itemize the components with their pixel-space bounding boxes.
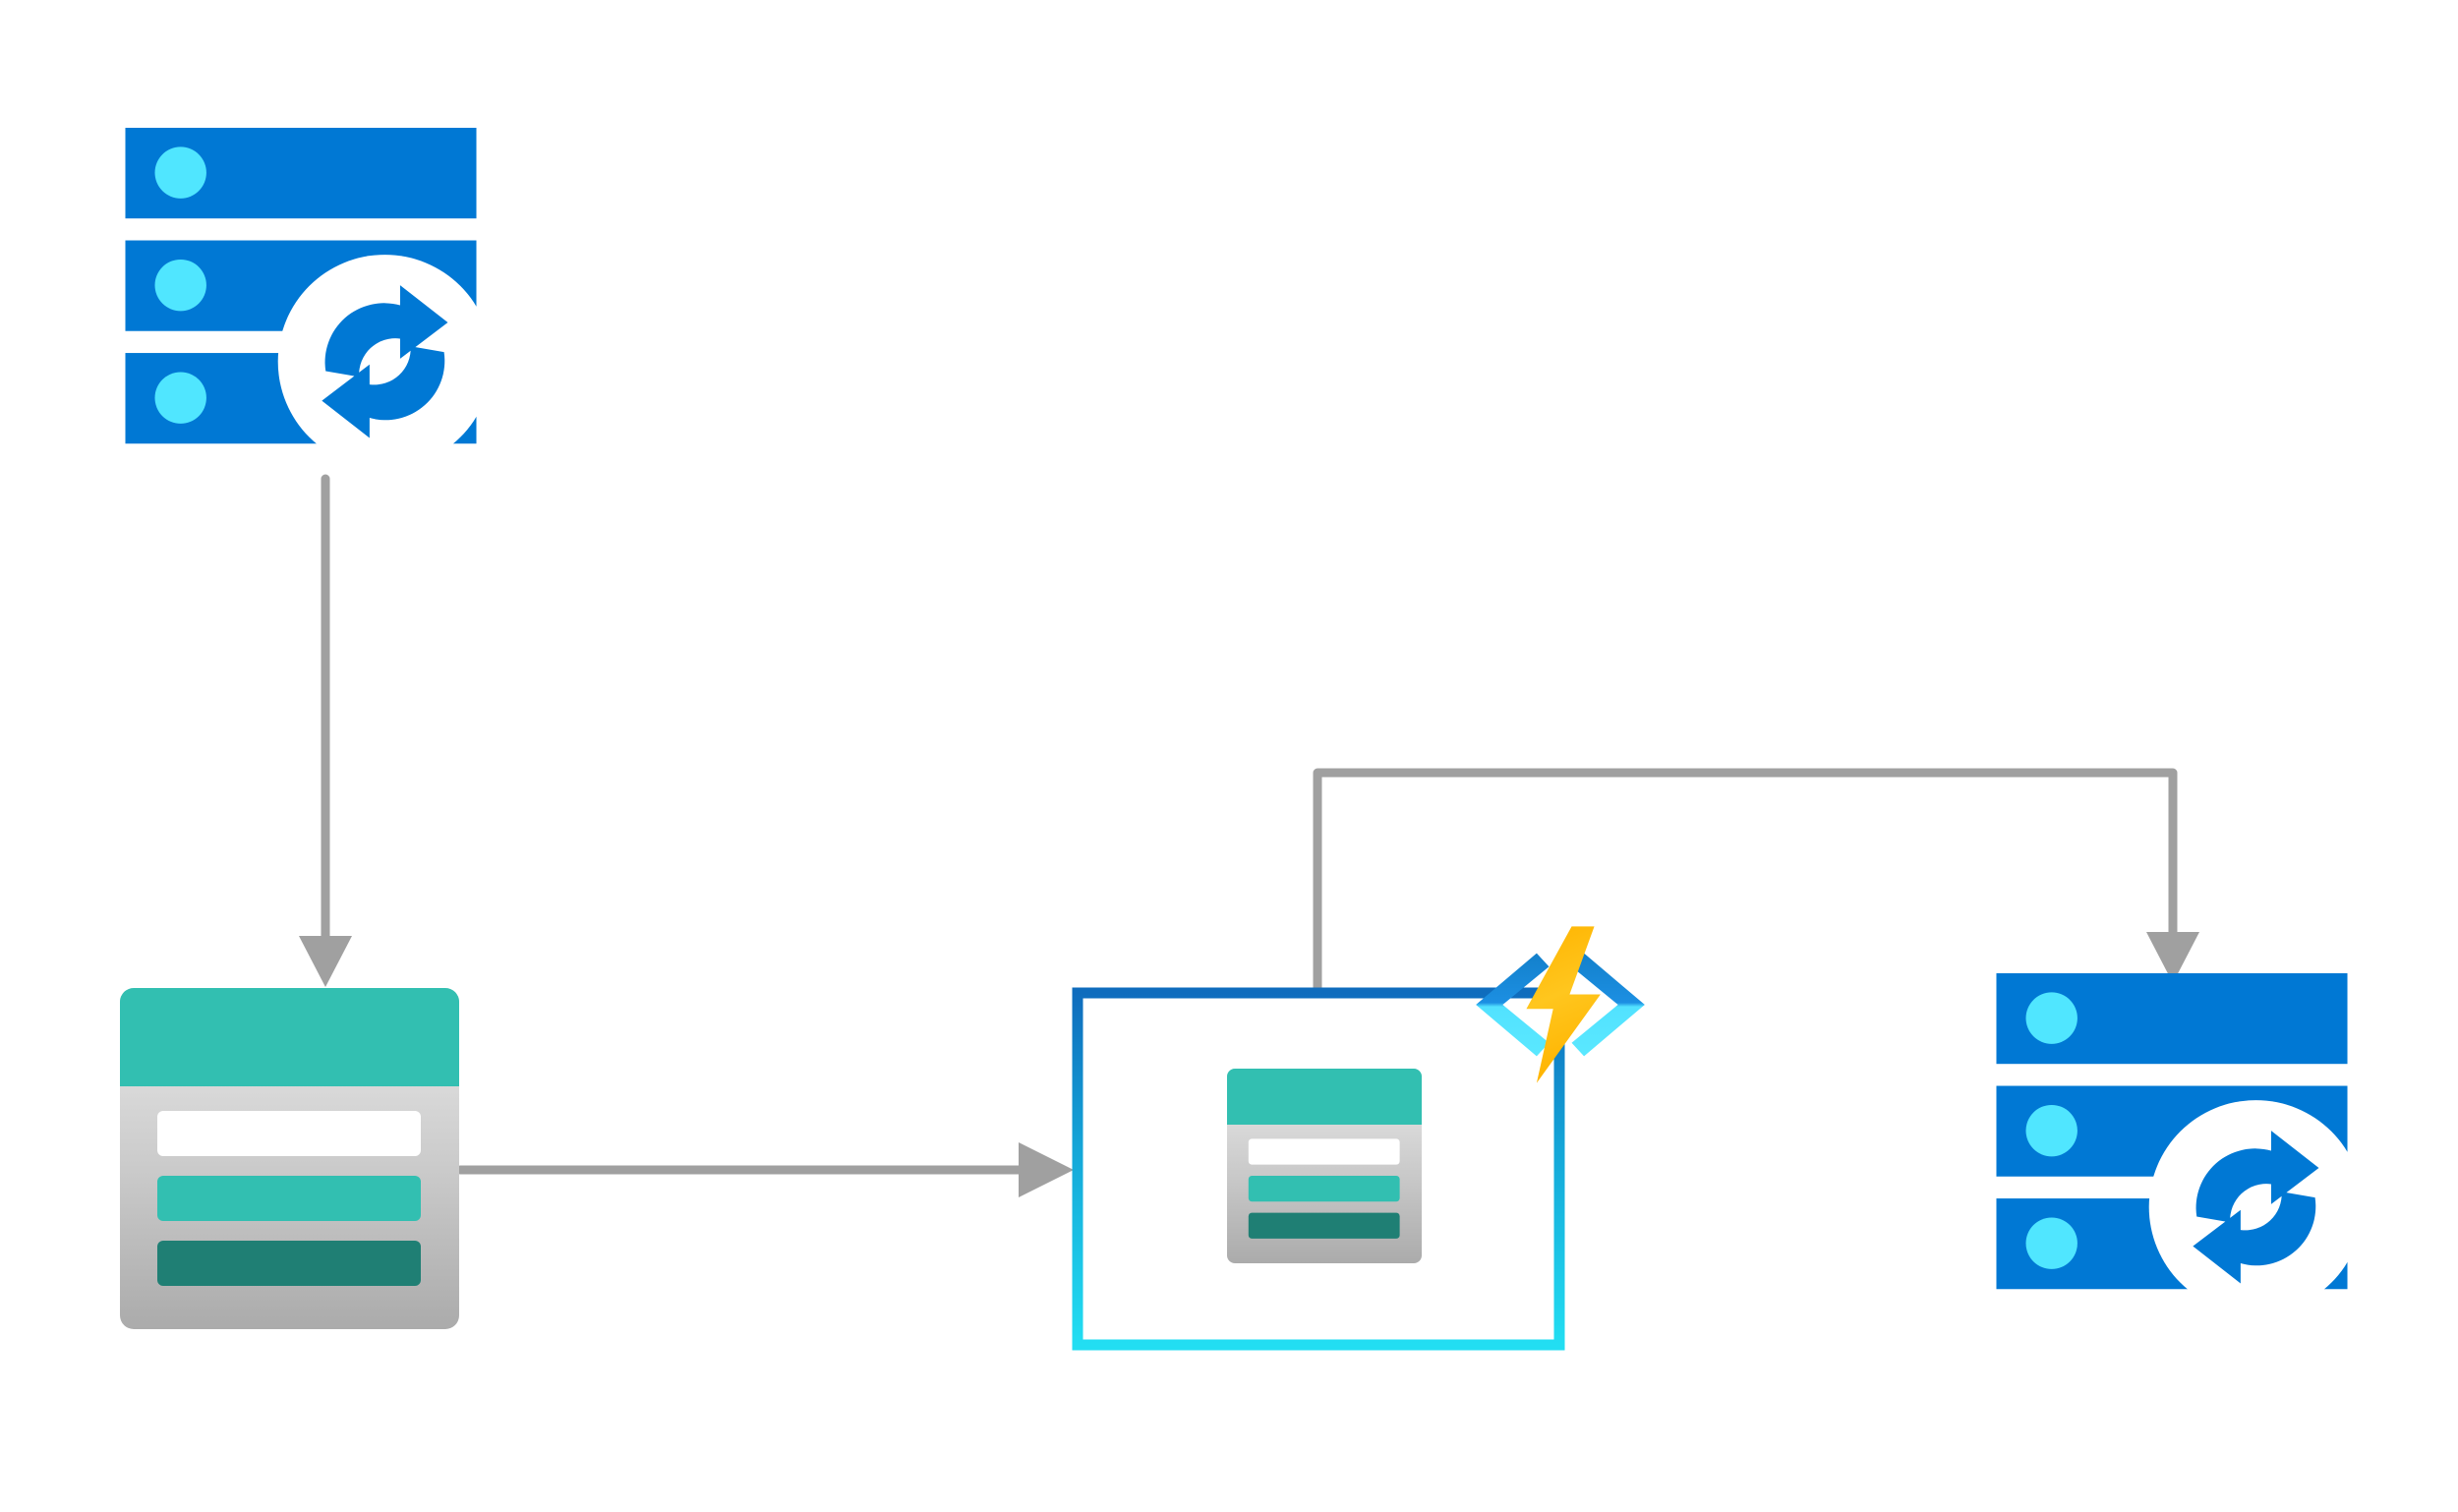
connector-source-to-staging bbox=[299, 474, 352, 987]
connector-function-to-target bbox=[1313, 768, 2199, 991]
target-database-server[interactable] bbox=[1996, 973, 2347, 1289]
staging-database[interactable] bbox=[120, 988, 459, 1329]
function-inner-database bbox=[1227, 1069, 1422, 1263]
connector-staging-to-function bbox=[455, 1142, 1074, 1197]
azure-function-app[interactable] bbox=[1072, 926, 1645, 1351]
source-database-server[interactable] bbox=[125, 128, 476, 443]
